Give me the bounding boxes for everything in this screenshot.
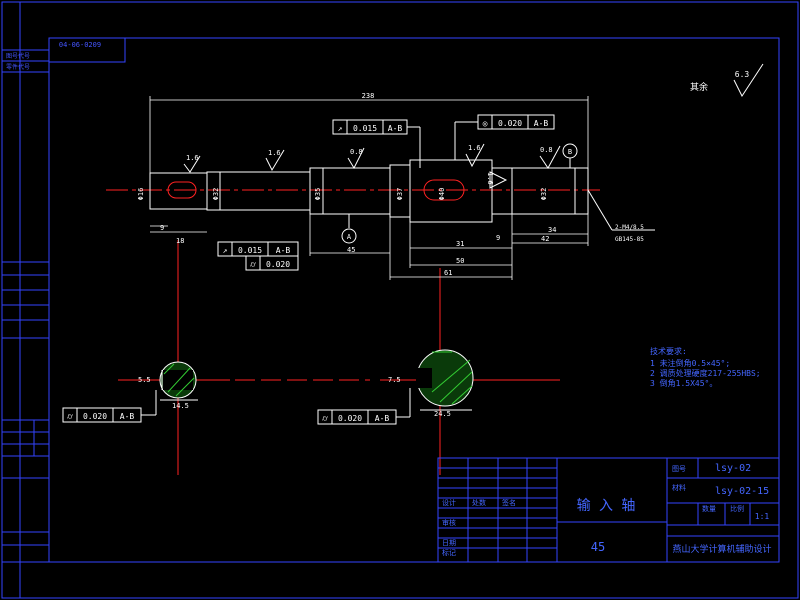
tolerance-frame-1: ↗ 0.015 A-B	[332, 119, 421, 168]
tolerance-frame-3: ↗ 0.015 A-B	[217, 241, 299, 257]
svg-text:⌭: ⌭	[67, 412, 73, 421]
dim-l-right3: 34	[548, 226, 556, 234]
tol-4-val: 0.020	[266, 260, 290, 269]
section-left: 5.5 14.5 ⌭ 0.020 A-B	[62, 361, 198, 423]
section-right: 7.5 24.5 ⌭ 0.020 A-B	[317, 349, 474, 425]
svg-text:标记: 标记	[442, 548, 456, 557]
roughness-symbols	[183, 143, 561, 189]
svg-text:审核: 审核	[442, 518, 456, 527]
dim-l-mid2: 31	[456, 240, 464, 248]
svg-text:设计: 设计	[442, 498, 456, 507]
datum-b: B	[562, 143, 578, 168]
tech-requirements: 技术要求: 1 未注倒角0.5×45°; 2 调质处理硬度217-255HBS;…	[650, 346, 761, 388]
svg-text:⌭: ⌭	[322, 414, 328, 423]
svg-text:7.5: 7.5	[388, 376, 401, 384]
dim-l-left1: 9	[160, 224, 164, 232]
tol-3-val: 0.015	[238, 246, 262, 255]
drawing-no: lsy-02	[715, 463, 751, 474]
tol-2-sym: ◎	[483, 119, 488, 128]
tol-1-val: 0.015	[353, 124, 377, 133]
svg-text:14.5: 14.5	[172, 402, 189, 410]
roughness-mark-4: 1.6	[468, 144, 481, 152]
dim-d3: Φ35	[314, 188, 322, 201]
left-tab-2: 零件代号	[6, 63, 30, 71]
dim-l-right4: 42	[541, 235, 549, 243]
svg-text:24.5: 24.5	[434, 410, 451, 418]
tolerance-frame-4: ⌭ 0.020	[245, 255, 299, 271]
left-grid	[2, 261, 49, 563]
left-tab-1: 图号代号	[6, 52, 30, 60]
roughness-mark-1: 1.6	[186, 154, 199, 162]
tol-4-sym: ⌭	[250, 260, 256, 269]
svg-text:0.020: 0.020	[338, 414, 362, 423]
svg-text:数量: 数量	[702, 504, 716, 513]
dim-d1: Φ16	[137, 188, 145, 201]
svg-text:比例: 比例	[730, 504, 744, 513]
dim-d2: Φ32	[212, 188, 220, 201]
inner-frame	[48, 37, 780, 563]
dim-d5: Φ40	[438, 188, 446, 201]
svg-text:A: A	[347, 233, 352, 241]
shaft-outline	[149, 159, 589, 223]
tol-3-ref: A-B	[276, 246, 291, 255]
tolerance-frame-2: ◎ 0.020 A-B	[454, 114, 555, 160]
dimension-texts: 238 9 18 45 31 9 50 61 34 42 Φ16 Φ32 Φ35…	[137, 92, 556, 277]
roughness-mark-2: 1.6	[268, 149, 281, 157]
roughness-mark-6: 0.8	[540, 146, 553, 154]
roughness-note-label: 其余	[690, 81, 708, 93]
thread-note-1: 2-M4/8.5	[615, 224, 644, 231]
thread-note-2: GB145-85	[615, 236, 644, 243]
part-name: 输 入 轴	[577, 498, 636, 514]
roughness-note-symbol	[733, 63, 764, 98]
roughness-marks: 1.6 1.6 0.8 1.6 1.6 0.8	[186, 144, 553, 185]
title-block-labels: 设计 审核 日期 图号 比例 数量 材料 标记 处数 签名	[442, 465, 744, 557]
svg-text:技术要求:: 技术要求:	[650, 346, 687, 356]
dim-l-left2: 18	[176, 237, 184, 245]
svg-text:处数: 处数	[472, 498, 486, 507]
tol-1-sym: ↗	[338, 124, 343, 133]
tol-2-ref: A-B	[534, 119, 549, 128]
dim-d6: Φ32	[540, 188, 548, 201]
dim-l-mid: 45	[347, 246, 355, 254]
svg-text:5.5: 5.5	[138, 376, 151, 384]
svg-text:签名: 签名	[502, 498, 516, 507]
dim-l-right2: 61	[444, 269, 452, 277]
svg-text:0.020: 0.020	[83, 412, 107, 421]
material: 45	[591, 540, 605, 554]
roughness-mark-3: 0.8	[350, 148, 363, 156]
svg-text:A-B: A-B	[375, 414, 390, 423]
svg-text:2 调质处理硬度217-255HBS;: 2 调质处理硬度217-255HBS;	[650, 368, 761, 378]
dim-overall: 238	[362, 92, 375, 100]
svg-text:1 未注倒角0.5×45°;: 1 未注倒角0.5×45°;	[650, 358, 730, 368]
keyway-left	[167, 181, 197, 199]
dim-l-mid3: 9	[496, 234, 500, 242]
svg-text:B: B	[568, 148, 572, 156]
title-block	[437, 457, 780, 563]
dim-d4: Φ37	[396, 188, 404, 201]
svg-text:3 倒角1.5X45°。: 3 倒角1.5X45°。	[650, 378, 717, 388]
center-lines	[106, 189, 600, 475]
dim-l-right1: 50	[456, 257, 464, 265]
tol-2-val: 0.020	[498, 119, 522, 128]
keyway-right	[423, 179, 465, 201]
svg-text:A-B: A-B	[120, 412, 135, 421]
scale: 1:1	[755, 512, 770, 521]
tol-3-sym: ↗	[223, 246, 228, 255]
svg-text:图号: 图号	[672, 465, 686, 473]
drawing-code: lsy-02-15	[715, 486, 769, 497]
dimension-lines	[149, 96, 589, 280]
school: 燕山大学计算机辅助设计	[672, 543, 771, 555]
svg-text:材料: 材料	[672, 483, 686, 492]
svg-text:日期: 日期	[442, 539, 456, 547]
datum-a: A	[341, 214, 357, 244]
tol-1-ref: A-B	[388, 124, 403, 133]
top-code: 04-06-0209	[59, 41, 101, 49]
thread-leader	[587, 189, 613, 231]
roughness-note-value: 6.3	[735, 70, 750, 79]
